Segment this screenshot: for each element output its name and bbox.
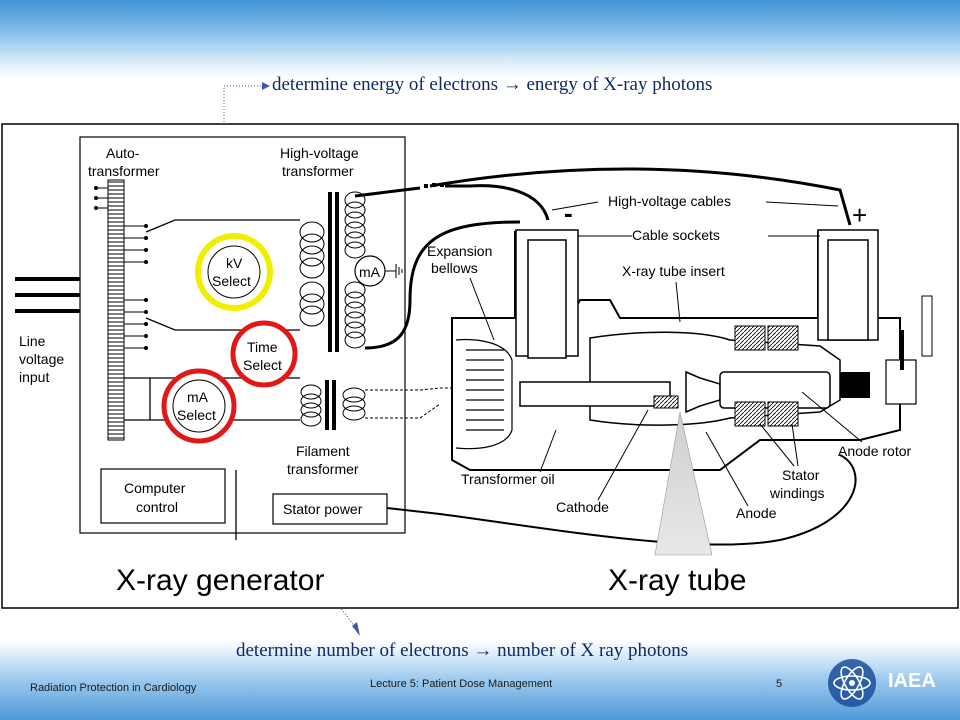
stator-power-box [272, 493, 388, 525]
minus-sign: - [564, 198, 573, 228]
kv-select-dial [207, 245, 261, 299]
computer-control-label-2: control [136, 499, 178, 515]
iaea-logo-text: IAEA [888, 670, 936, 692]
filament-secondary-coil [342, 387, 366, 421]
filament-transformer-label-2: transformer [287, 461, 359, 477]
stator-power-label: Stator power [283, 501, 363, 517]
tube-insert-label: X-ray tube insert [622, 263, 725, 279]
hv-cables-label: High-voltage cables [608, 193, 731, 209]
line-voltage-lines [15, 277, 80, 313]
hv-core-bar-2 [335, 192, 339, 352]
expansion-bellows-label-2: bellows [431, 260, 478, 276]
rotor-shaft [900, 330, 904, 370]
iaea-logo-icon [828, 659, 876, 707]
hv-transformer-label-1: High-voltage [280, 145, 359, 161]
bottom-annotation: determine number of electrons → number o… [236, 640, 689, 661]
hv-primary-coil [299, 221, 325, 327]
auto-transformer-coil [107, 179, 125, 441]
cable-breaks [424, 183, 444, 188]
filament-primary-coil [300, 384, 322, 427]
footer-band [0, 640, 960, 720]
time-select-label-1: Time [247, 339, 278, 355]
expansion-bellows [455, 338, 513, 450]
stator-power-cable [386, 454, 857, 546]
kv-select-label-2: Select [212, 273, 251, 289]
auto-transformer-label-2: transformer [88, 163, 160, 179]
cathode-label: Cathode [556, 499, 609, 515]
kv-select-highlight [195, 233, 273, 311]
footer-lecture-title: Lecture 5: Patient Dose Management [370, 678, 553, 690]
ma-select-dial [172, 379, 226, 433]
hv-cables [354, 167, 852, 350]
line-voltage-label-1: Line [19, 333, 46, 349]
ma-select-label-2: Select [177, 407, 216, 423]
filament-core-bar-2 [332, 380, 336, 430]
stator-windings-label-1: Stator [782, 467, 820, 483]
ma-select-label-1: mA [187, 389, 209, 405]
top-annotation: determine energy of electrons → energy o… [272, 74, 713, 95]
computer-control-box [100, 468, 226, 524]
xray-beam [654, 411, 713, 556]
hv-core-bar-1 [328, 192, 332, 352]
stator-windings [734, 325, 799, 427]
anode-bearing [840, 372, 870, 398]
footer-course-title: Radiation Protection in Cardiology [30, 682, 197, 694]
time-select-label-2: Select [243, 357, 282, 373]
generator-title: X-ray generator [116, 564, 324, 597]
filament-core-bar-1 [325, 380, 329, 430]
line-voltage-label-3: input [19, 369, 49, 385]
hv-secondary-coil [344, 191, 366, 349]
expansion-bellows-label-1: Expansion [427, 243, 492, 259]
auto-transformer-taps [94, 186, 148, 350]
anode-rotor-label: Anode rotor [838, 443, 911, 459]
header-band [0, 0, 960, 78]
ma-meter-label: mA [359, 264, 381, 280]
housing-vent [921, 295, 933, 357]
computer-control-label-1: Computer [124, 480, 186, 496]
transformer-oil-label: Transformer oil [461, 471, 555, 487]
auto-transformer-label-1: Auto- [106, 145, 140, 161]
cathode-cup [653, 395, 679, 409]
hv-transformer-label-2: transformer [282, 163, 354, 179]
kv-select-label-1: kV [226, 255, 243, 271]
ma-select-highlight [161, 368, 237, 444]
tube-leaders [469, 201, 863, 507]
cathode-assembly [519, 381, 671, 407]
cable-sockets-label: Cable sockets [632, 227, 720, 243]
plus-sign: + [852, 200, 867, 230]
stator-windings-label-2: windings [769, 485, 824, 501]
filament-transformer-label-1: Filament [296, 443, 350, 459]
tube-title: X-ray tube [608, 564, 746, 597]
line-voltage-label-2: voltage [19, 351, 64, 367]
footer-page-number: 5 [776, 678, 783, 690]
ground-icon [385, 264, 403, 278]
cable-sockets [515, 229, 879, 359]
anode-label: Anode [736, 505, 777, 521]
time-select-highlight [230, 320, 298, 388]
